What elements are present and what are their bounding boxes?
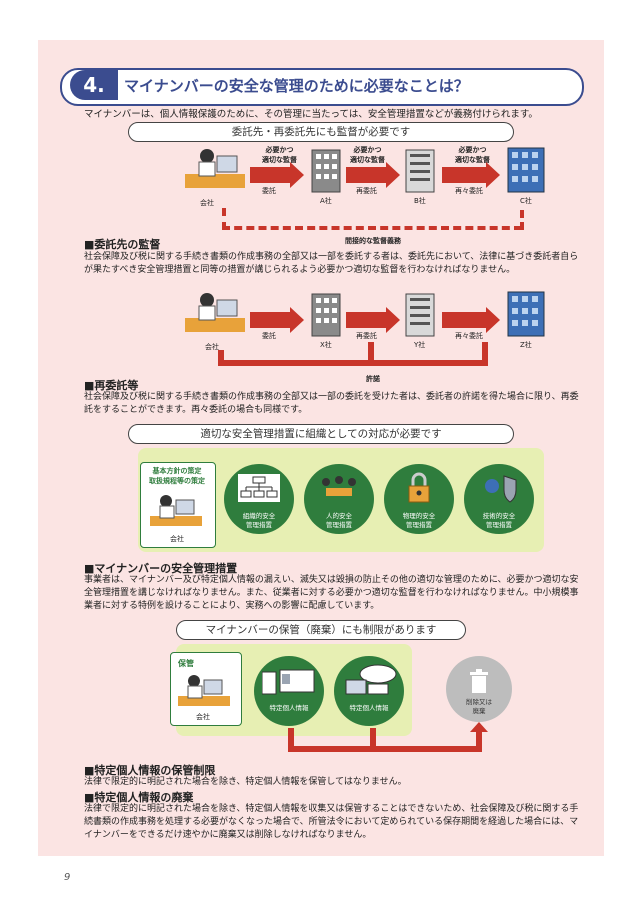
dotted-line [222,208,230,230]
building-label: X社 [320,341,332,349]
building-icon [311,149,341,193]
indirect-supervision-label: 間接的な監督義務 [345,237,401,245]
arrowhead [290,162,304,188]
supervision-label: 必要かつ 適切な監督 [350,146,385,164]
arrowhead [386,307,400,333]
measure-label: 技術的安全 管理措置 [482,512,516,529]
dispose-line [288,746,482,752]
building-label: C社 [520,197,532,205]
human-measure-circle [304,464,374,534]
arrowhead [470,722,488,732]
intro-text: マイナンバーは、個人情報保護のために、その管理に当たっては、安全管理措置などが義… [84,109,538,120]
company-label: 会社 [200,199,214,207]
section-heading: ■マイナンバーの安全管理措置 [84,562,238,575]
office-worker-icon [185,149,245,188]
arrow [346,312,386,328]
documents-icon [262,669,315,695]
measure-label: 人的安全 管理措置 [326,512,352,529]
section-paragraph: 法律で限定的に明記された場合を除き、特定個人情報を保管してはなりません。 [84,777,407,787]
title-bar [60,68,584,106]
subconsign-label: 再委託 [356,187,377,195]
section-heading: ■特定個人情報の保管制限 [84,764,216,777]
measure-label: 組織的安全 管理措置 [242,512,276,529]
resubconsign-label: 再々委託 [455,187,483,195]
arrowhead [486,307,500,333]
building-icon [405,149,435,193]
computer-data-icon [345,664,397,695]
dispose-line [476,730,482,752]
dispose-label: 削除又は 廃棄 [466,698,492,715]
virus-shield-icon [485,475,517,503]
resubconsign-label: 再々委託 [455,332,483,340]
section1-bar: 委託先・再委託先にも監督が必要です [128,122,514,142]
section-number: 4. [70,70,118,100]
permission-line [218,350,224,364]
policy-label: 基本方針の策定 取扱規程等の策定 [149,467,205,485]
section-paragraph: 社会保障及び税に関する手続き書類の作成事務の全部又は一部を委託する者は、委託先に… [84,252,579,275]
policy-box [140,462,216,548]
arrow [250,312,290,328]
building-icon [405,293,435,337]
org-chart-icon [238,474,280,502]
section-paragraph: 法律で限定的に明記された場合を除き、特定個人情報を収集又は保管することはできない… [84,804,579,840]
personal-info-label: 特定個人情報 [269,704,309,712]
building-label: A社 [320,197,332,205]
building-label: Z社 [520,341,532,349]
building-icon [507,147,545,193]
arrow [250,167,290,183]
padlock-icon [408,472,430,503]
dotted-line [520,210,524,230]
permission-line [368,342,374,362]
consign-label: 委託 [262,332,276,340]
building-label: B社 [414,197,426,205]
page-title: マイナンバーの安全な管理のために必要なことは？ [124,77,469,95]
company-label: 会社 [205,343,219,351]
building-icon [311,293,341,337]
section-heading: ■委託先の監督 [84,238,161,251]
permission-line [218,360,488,366]
dispose-line [288,728,294,750]
section3-bar: 適切な安全管理措置に組織としての対応が必要です [128,424,514,444]
page-number: 9 [64,872,71,883]
building-icon [507,291,545,337]
company-label: 会社 [170,535,184,543]
trash-icon [470,669,488,693]
building-label: Y社 [414,341,426,349]
company-label: 会社 [196,713,210,721]
technical-measure-circle [464,464,534,534]
section4-bar: マイナンバーの保管（廃棄）にも制限があります [176,620,466,640]
section-heading: ■再委託等 [84,379,139,392]
personal-info-label: 特定個人情報 [349,704,389,712]
consign-label: 委託 [262,187,276,195]
section-heading: ■特定個人情報の廃棄 [84,791,194,804]
permission-line [482,342,488,362]
arrow [442,167,486,183]
subconsign-label: 再委託 [356,332,377,340]
storage-label: 保管 [178,659,194,668]
arrow [442,312,486,328]
arrowhead [386,162,400,188]
arrowhead [486,162,500,188]
supervision-label: 必要かつ 適切な監督 [455,146,490,164]
section-paragraph: 事業者は、マイナンバー及び特定個人情報の漏えい、滅失又は毀損の防止その他の適切な… [84,575,579,611]
office-worker-icon [185,293,245,332]
office-worker-icon [150,495,202,526]
measure-label: 物理的安全 管理措置 [402,512,436,529]
dotted-line [222,226,522,230]
dispose-line [370,728,376,750]
supervision-label: 必要かつ 適切な監督 [262,146,297,164]
office-worker-icon [178,675,230,706]
permission-label: 許諾 [366,375,380,383]
section-paragraph: 社会保障及び税に関する手続き書類の作成事務の全部又は一部の委託を受けた者は、委託… [84,392,579,415]
meeting-icon [322,476,356,496]
arrow [346,167,386,183]
arrowhead [290,307,304,333]
